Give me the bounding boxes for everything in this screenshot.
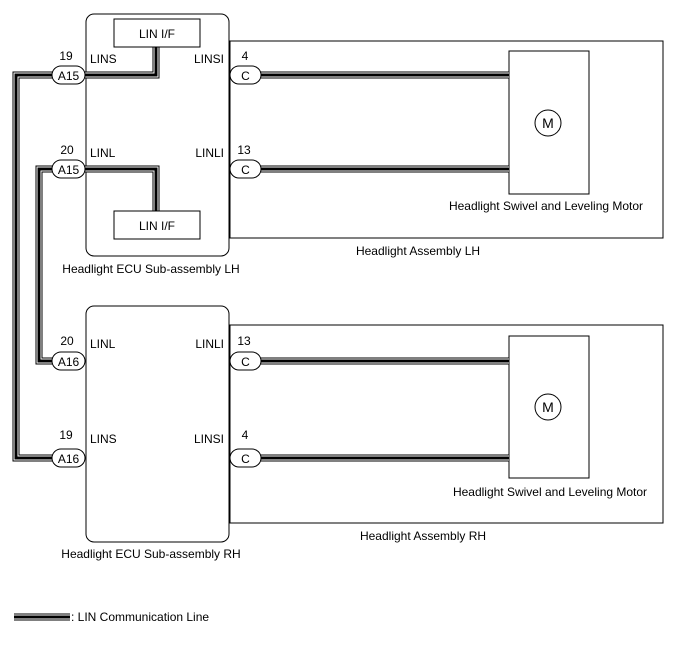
lh-lin-if-bottom-label: LIN I/F (139, 219, 175, 233)
lh-linl-left-pin: 20 (60, 143, 74, 157)
lh-lin-if-top-label: LIN I/F (139, 27, 175, 41)
legend-label: : LIN Communication Line (71, 610, 209, 624)
rh-linl-left-pin: 20 (60, 334, 74, 348)
lh-ecu-label: Headlight ECU Sub-assembly LH (62, 262, 239, 276)
lh-lins-right-signal: LINSI (194, 52, 224, 66)
lh-lins-left-pin: 19 (59, 49, 73, 63)
rh-motor-icon (534, 393, 562, 421)
rh-motor-label: Headlight Swivel and Leveling Motor (453, 485, 647, 499)
rh-lins-left-pin: 19 (59, 428, 73, 442)
lh-linl-right-connector-label: C (241, 163, 250, 177)
rh-ecu-box (85, 305, 230, 543)
lh-lins-right-connector-label: C (241, 69, 250, 83)
rh-lins-left-connector-label: A16 (58, 452, 80, 466)
lh-lins-right-connector (229, 65, 262, 85)
legend: : LIN Communication Line (14, 610, 209, 624)
rh-linl-left-connector (51, 351, 86, 371)
lh-linl-left-connector (51, 159, 86, 179)
rh-lins-right-connector-label: C (241, 452, 250, 466)
rh-linl-left-signal: LINL (90, 337, 116, 351)
lh-motor-icon (534, 109, 562, 137)
lh-lins-left-connector-label: A15 (58, 69, 80, 83)
rh-linl-left-connector-label: A16 (58, 355, 80, 369)
rh-lins-right-pin: 4 (242, 428, 249, 442)
lh-lins-left-connector (51, 65, 86, 85)
lh-assembly-outline (229, 40, 664, 239)
rh-lins-right-signal: LINSI (194, 432, 224, 446)
rh-lins-right-connector (229, 448, 262, 468)
rh-linl-right-pin: 13 (237, 334, 251, 348)
lh-motor-label: Headlight Swivel and Leveling Motor (449, 199, 643, 213)
rh-ecu-label: Headlight ECU Sub-assembly RH (61, 547, 240, 561)
rh-linl-right-connector-label: C (241, 355, 250, 369)
lin-lines (12, 47, 509, 462)
rh-assembly-outline (229, 324, 664, 524)
lh-motor-symbol: M (542, 115, 554, 131)
lh-linl-right-connector (229, 159, 262, 179)
lh-linl-right-signal: LINLI (195, 146, 224, 160)
rh-lins-left-connector (51, 448, 86, 468)
rh-assembly-label: Headlight Assembly RH (360, 529, 486, 543)
rh-lins-left-signal: LINS (90, 432, 117, 446)
lh-lin-if-bottom-box (113, 210, 201, 240)
rh-linl-right-connector (229, 351, 262, 371)
lh-linl-right-pin: 13 (237, 143, 251, 157)
lh-lins-left-signal: LINS (90, 52, 117, 66)
lh-lins-right-pin: 4 (242, 49, 249, 63)
rh-linl-right-signal: LINLI (195, 337, 224, 351)
lh-linl-left-signal: LINL (90, 146, 116, 160)
rh-motor-symbol: M (542, 399, 554, 415)
lh-linl-left-connector-label: A15 (58, 163, 80, 177)
lh-lin-if-top-box (113, 18, 201, 48)
lh-assembly-label: Headlight Assembly LH (356, 244, 480, 258)
